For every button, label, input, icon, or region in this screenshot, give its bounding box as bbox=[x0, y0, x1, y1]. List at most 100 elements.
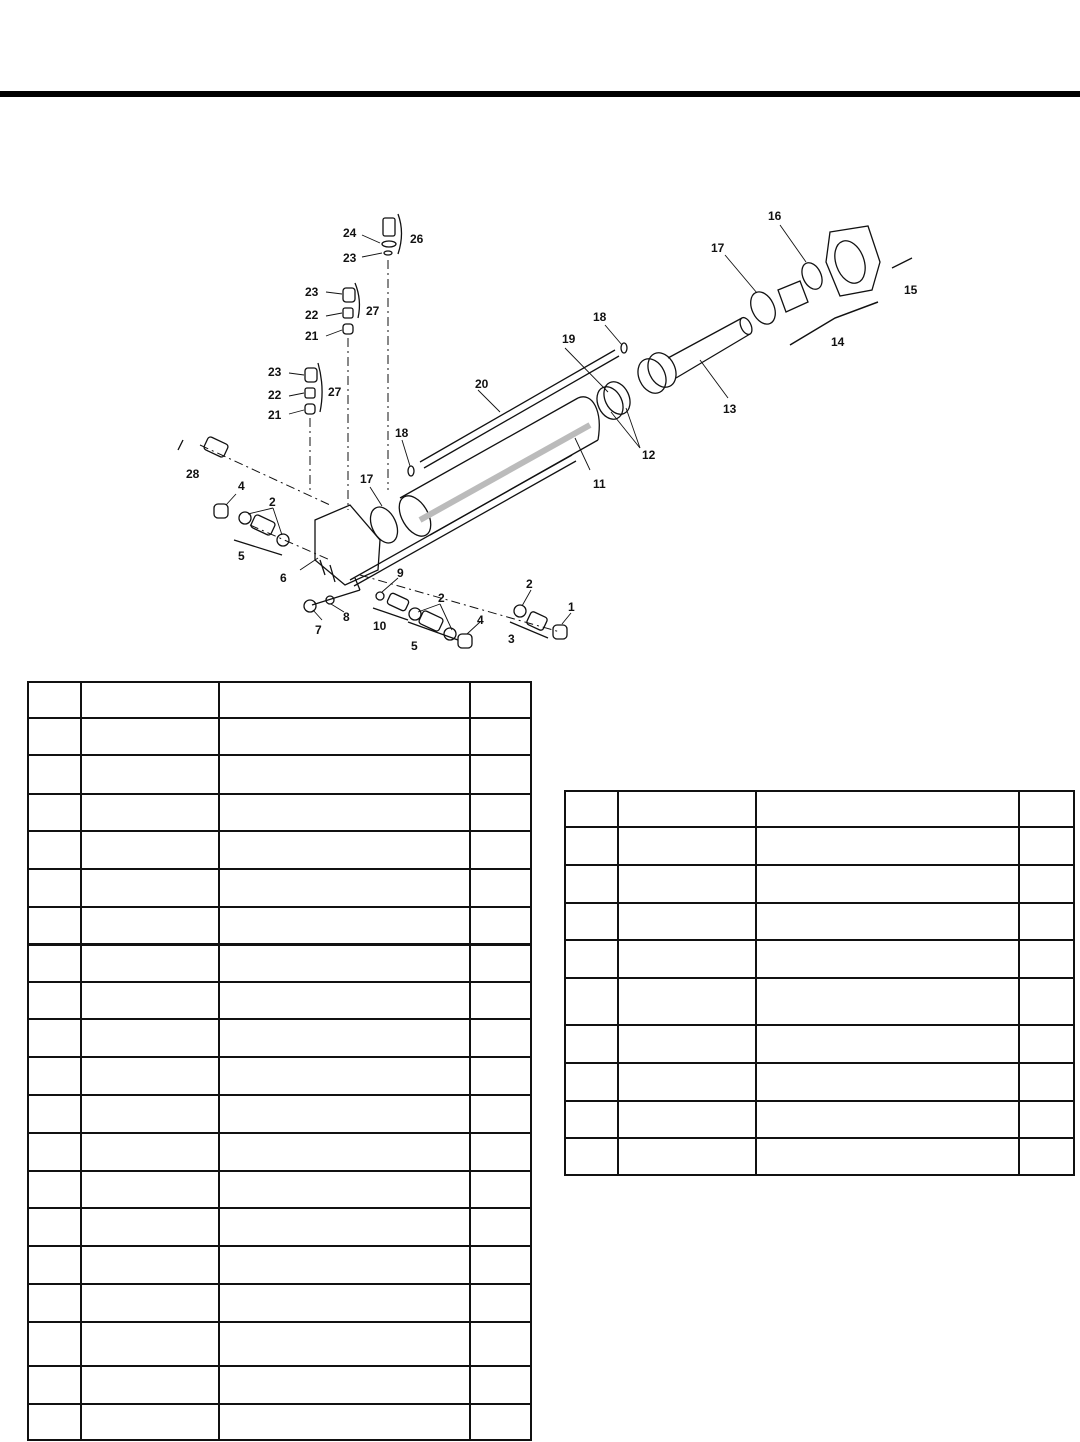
callout-5: 5 bbox=[411, 639, 418, 653]
group-bracket bbox=[407, 621, 459, 641]
o-ring-small bbox=[407, 465, 415, 477]
callout-3: 3 bbox=[508, 632, 515, 646]
fitting bbox=[408, 607, 422, 621]
tube-line bbox=[423, 355, 620, 469]
callout-13: 13 bbox=[723, 402, 737, 416]
group-bracket bbox=[233, 539, 283, 556]
fitting bbox=[386, 592, 410, 612]
parts-list-table-right bbox=[564, 790, 1075, 1176]
leader-line bbox=[312, 609, 323, 621]
centerline bbox=[249, 524, 331, 561]
callout-23: 23 bbox=[268, 365, 282, 379]
leader-line bbox=[477, 389, 501, 413]
gland-bore bbox=[834, 240, 866, 284]
table-row bbox=[27, 1056, 532, 1096]
callout-21: 21 bbox=[268, 408, 282, 422]
leader-line bbox=[724, 254, 758, 294]
callout-27: 27 bbox=[328, 385, 342, 399]
bracket bbox=[789, 301, 879, 346]
leader-line bbox=[574, 437, 591, 471]
callout-19: 19 bbox=[562, 332, 576, 346]
callout-26: 26 bbox=[410, 232, 424, 246]
cylinder-barrel bbox=[398, 396, 600, 537]
leader-line bbox=[369, 486, 383, 507]
leader-line bbox=[247, 507, 274, 515]
callout-9: 9 bbox=[397, 566, 404, 580]
table-row bbox=[27, 1403, 532, 1441]
callout-24: 23 bbox=[343, 251, 357, 265]
valve-part bbox=[381, 240, 397, 248]
callout-2: 2 bbox=[526, 577, 533, 591]
valve-part bbox=[382, 217, 396, 237]
valve-part bbox=[304, 387, 316, 399]
bolt-head bbox=[303, 599, 317, 613]
callout-22: 22 bbox=[305, 308, 319, 322]
callout-2: 2 bbox=[269, 495, 276, 509]
callout-7: 7 bbox=[315, 623, 322, 637]
fitting bbox=[250, 514, 276, 536]
piston-seal bbox=[603, 381, 631, 415]
fitting bbox=[238, 511, 252, 525]
table-row bbox=[27, 830, 532, 870]
leader-line bbox=[561, 612, 572, 625]
table-row bbox=[564, 939, 1075, 979]
fitting bbox=[552, 624, 568, 640]
fitting bbox=[513, 604, 527, 618]
leader-line bbox=[225, 493, 237, 506]
callout-27: 27 bbox=[366, 304, 380, 318]
callout-6: 6 bbox=[280, 571, 287, 585]
fitting bbox=[203, 436, 229, 458]
leader-line bbox=[439, 603, 453, 631]
table-row bbox=[564, 1100, 1075, 1139]
callout-8: 8 bbox=[343, 610, 350, 624]
valve-part bbox=[304, 367, 318, 383]
leader-line bbox=[325, 329, 343, 337]
group-bracket bbox=[177, 439, 184, 451]
callout-23: 23 bbox=[305, 285, 319, 299]
valve-part bbox=[342, 323, 354, 335]
screw bbox=[891, 257, 913, 269]
callout-14: 14 bbox=[831, 335, 845, 349]
table-row bbox=[27, 717, 532, 756]
table-row bbox=[27, 1170, 532, 1209]
fitting bbox=[213, 503, 229, 519]
leader-line bbox=[361, 252, 383, 258]
callout-10: 10 bbox=[373, 619, 387, 633]
callout-1: 1 bbox=[568, 600, 575, 614]
callout-22: 22 bbox=[268, 388, 282, 402]
leader-line bbox=[330, 603, 345, 613]
leader-line bbox=[564, 347, 609, 393]
valve-part bbox=[304, 403, 316, 415]
piston-rod bbox=[637, 316, 753, 394]
table-row bbox=[564, 1062, 1075, 1102]
centerline bbox=[199, 444, 331, 506]
callout-18: 18 bbox=[593, 310, 607, 324]
leader-line bbox=[288, 409, 305, 415]
gland-flange bbox=[825, 225, 881, 297]
callout-25: 24 bbox=[343, 226, 357, 240]
tube-line bbox=[353, 460, 577, 587]
callout-28: 28 bbox=[186, 467, 200, 481]
leader-line bbox=[381, 577, 399, 593]
callout-4: 4 bbox=[477, 613, 484, 627]
table-row bbox=[27, 1283, 532, 1323]
table-row bbox=[27, 1321, 532, 1367]
table-row bbox=[564, 902, 1075, 941]
table-row bbox=[564, 1024, 1075, 1064]
exploded-parts-diagram: 24 23 26 23 22 21 27 23 22 21 27 28 18 1… bbox=[177, 209, 918, 653]
leader-line bbox=[604, 324, 623, 346]
table-row bbox=[27, 981, 532, 1020]
valve-part bbox=[342, 287, 356, 303]
leader-line bbox=[299, 557, 319, 571]
callout-21: 21 bbox=[305, 329, 319, 343]
fitting bbox=[418, 610, 444, 632]
table-row bbox=[564, 826, 1075, 866]
leader-line bbox=[325, 312, 343, 317]
group-bracket bbox=[397, 213, 403, 255]
callout-5: 5 bbox=[238, 549, 245, 563]
fitting bbox=[276, 533, 290, 547]
leader-line bbox=[401, 439, 411, 467]
wiper-ring bbox=[801, 262, 823, 290]
table-row bbox=[564, 864, 1075, 904]
tube-line bbox=[419, 349, 616, 463]
